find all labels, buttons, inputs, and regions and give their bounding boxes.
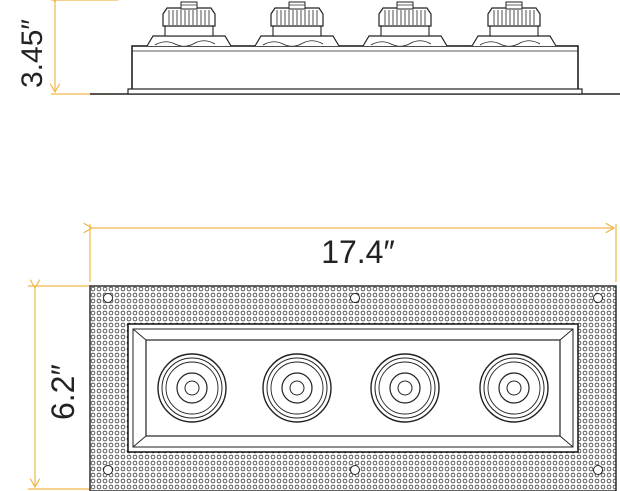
depth-dimension: 6.2″: [28, 286, 90, 490]
screw-holes: [103, 293, 603, 475]
side-lamp-module: [146, 1, 232, 47]
screw-hole: [350, 465, 360, 475]
led-module-icon: [157, 353, 227, 423]
screw-hole: [593, 465, 603, 475]
side-lamp-module: [471, 1, 557, 47]
screw-hole: [593, 293, 603, 303]
screw-hole: [103, 465, 113, 475]
width-dimension: 17.4″: [90, 224, 617, 282]
height-dimension: 3.45″: [16, 0, 118, 95]
height-label: 3.45″: [16, 19, 49, 88]
side-lamp-modules: [146, 1, 557, 47]
side-elevation: 3.45″: [16, 0, 620, 95]
led-module-icon: [370, 353, 440, 423]
screw-hole: [350, 293, 360, 303]
led-module-icon: [262, 353, 332, 423]
side-lamp-module: [254, 1, 340, 47]
housing-body: [127, 45, 583, 95]
side-lamp-module: [362, 1, 448, 47]
plan-view: 17.4″ 6.2″: [28, 224, 617, 491]
plan-lamp-modules: [157, 353, 549, 423]
led-module-icon: [479, 353, 549, 423]
screw-hole: [103, 293, 113, 303]
width-label: 17.4″: [321, 234, 395, 270]
depth-label: 6.2″: [45, 364, 81, 420]
